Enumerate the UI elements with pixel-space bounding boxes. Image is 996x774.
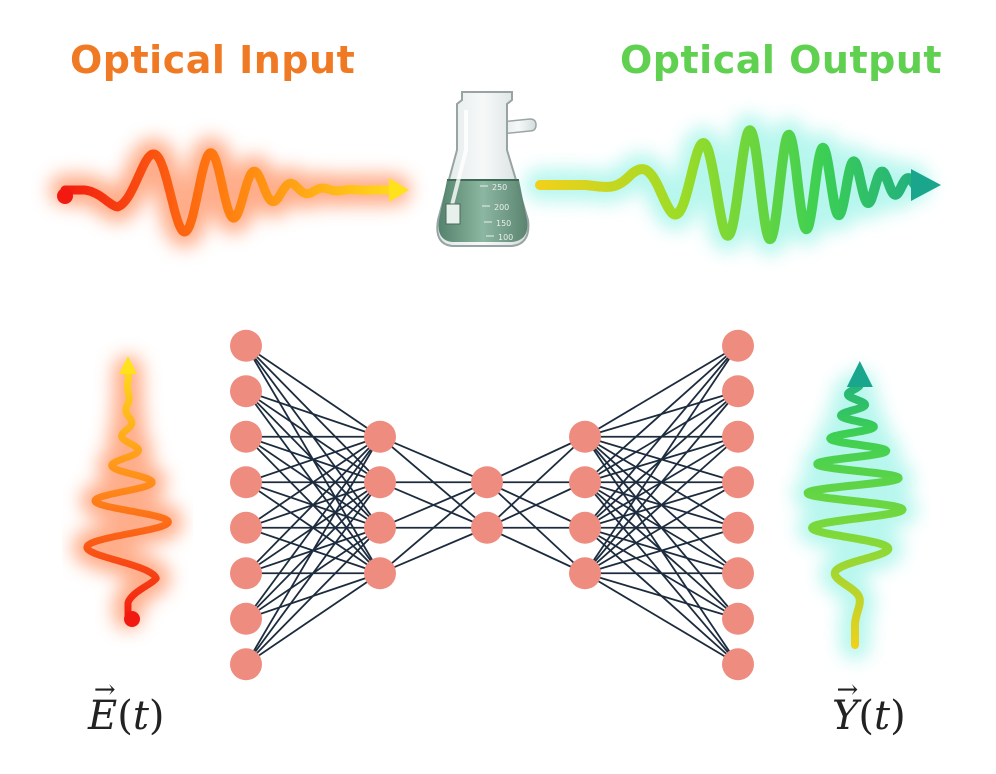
wave-line	[803, 381, 907, 649]
input-open-paren: (	[117, 693, 133, 739]
network-node-layer-2	[364, 557, 396, 590]
network-edge	[486, 481, 586, 529]
optical-input-title: Optical Input	[70, 38, 356, 82]
network-edge	[584, 481, 739, 575]
flask-graduation-label: 100	[498, 233, 513, 242]
erlenmeyer-flask-icon: 250 200 150 100	[436, 91, 537, 247]
wave-arrowhead	[119, 356, 137, 374]
network-node-layer-5	[722, 602, 754, 635]
wave-line	[535, 125, 920, 245]
network-node-layer-4	[569, 466, 601, 499]
network-edge	[584, 344, 739, 438]
network-node-layer-2	[364, 466, 396, 499]
network-edge	[584, 572, 739, 666]
wave-line	[60, 148, 400, 237]
network-edge	[584, 345, 739, 483]
network-edge	[245, 435, 381, 484]
network-node-layer-5	[722, 648, 754, 681]
network-edge	[584, 345, 739, 529]
network-node-layer-5	[722, 557, 754, 590]
network-node-layer-3	[471, 466, 503, 499]
network-edge	[245, 436, 381, 665]
flask-graduation-label: 150	[496, 219, 511, 228]
network-edge	[584, 526, 739, 575]
network-edge	[584, 572, 739, 620]
wave-arrowhead	[911, 169, 941, 201]
network-edges	[245, 344, 739, 666]
network-edge	[245, 436, 381, 529]
network-node-layer-1	[230, 648, 262, 681]
network-edge	[486, 436, 586, 529]
network-node-layer-1	[230, 329, 262, 362]
neural-network	[230, 329, 754, 681]
network-edge	[379, 481, 488, 529]
output-signal-wave	[792, 361, 918, 660]
network-node-layer-2	[364, 511, 396, 544]
network-nodes	[230, 329, 754, 681]
network-node-layer-1	[230, 602, 262, 635]
network-node-layer-1	[230, 375, 262, 408]
network-node-layer-5	[722, 466, 754, 499]
network-node-layer-1	[230, 511, 262, 544]
wave-start-dot	[124, 611, 140, 627]
network-edge	[245, 390, 381, 438]
network-edge	[584, 390, 739, 574]
network-edge	[379, 481, 488, 574]
flask-graduation-label: 200	[494, 203, 509, 212]
network-node-layer-1	[230, 466, 262, 499]
network-node-layer-5	[722, 420, 754, 453]
output-close-paren: )	[890, 693, 906, 739]
input-close-paren: )	[148, 693, 165, 739]
output-field-label: Y(t)	[832, 693, 906, 739]
network-node-layer-1	[230, 557, 262, 590]
optical-output-title: Optical Output	[620, 38, 943, 82]
network-edge	[486, 526, 586, 575]
output-argument: t	[874, 693, 891, 739]
network-edge	[245, 481, 381, 665]
wave-line	[83, 366, 172, 619]
input-signal-wave	[72, 355, 183, 630]
input-argument: t	[132, 693, 149, 739]
network-edge	[245, 572, 381, 665]
network-node-layer-4	[569, 557, 601, 590]
network-node-layer-2	[364, 420, 396, 453]
input-field-label: E(t)	[88, 693, 165, 739]
network-edge	[486, 435, 586, 484]
network-edge	[245, 436, 381, 574]
wave-arrowhead	[846, 361, 873, 387]
network-edge	[379, 526, 488, 575]
network-node-layer-4	[569, 420, 601, 453]
flask-graduation-label: 250	[492, 183, 507, 192]
network-edge	[379, 435, 488, 484]
network-edge	[584, 345, 739, 574]
network-node-layer-5	[722, 511, 754, 544]
input-symbol: E	[88, 693, 117, 739]
wave-arrowhead	[389, 178, 409, 203]
network-node-layer-1	[230, 420, 262, 453]
output-open-paren: (	[858, 693, 875, 739]
optical-output-wave	[524, 114, 941, 256]
wave-start-dot	[57, 188, 73, 204]
network-node-layer-3	[471, 511, 503, 544]
network-edge	[245, 436, 381, 620]
network-node-layer-4	[569, 511, 601, 544]
network-node-layer-5	[722, 329, 754, 362]
network-edge	[245, 527, 381, 665]
optical-input-wave	[49, 137, 411, 248]
network-node-layer-5	[722, 375, 754, 408]
network-edge	[245, 345, 381, 438]
output-symbol: Y	[832, 693, 858, 739]
network-edge	[584, 436, 739, 574]
